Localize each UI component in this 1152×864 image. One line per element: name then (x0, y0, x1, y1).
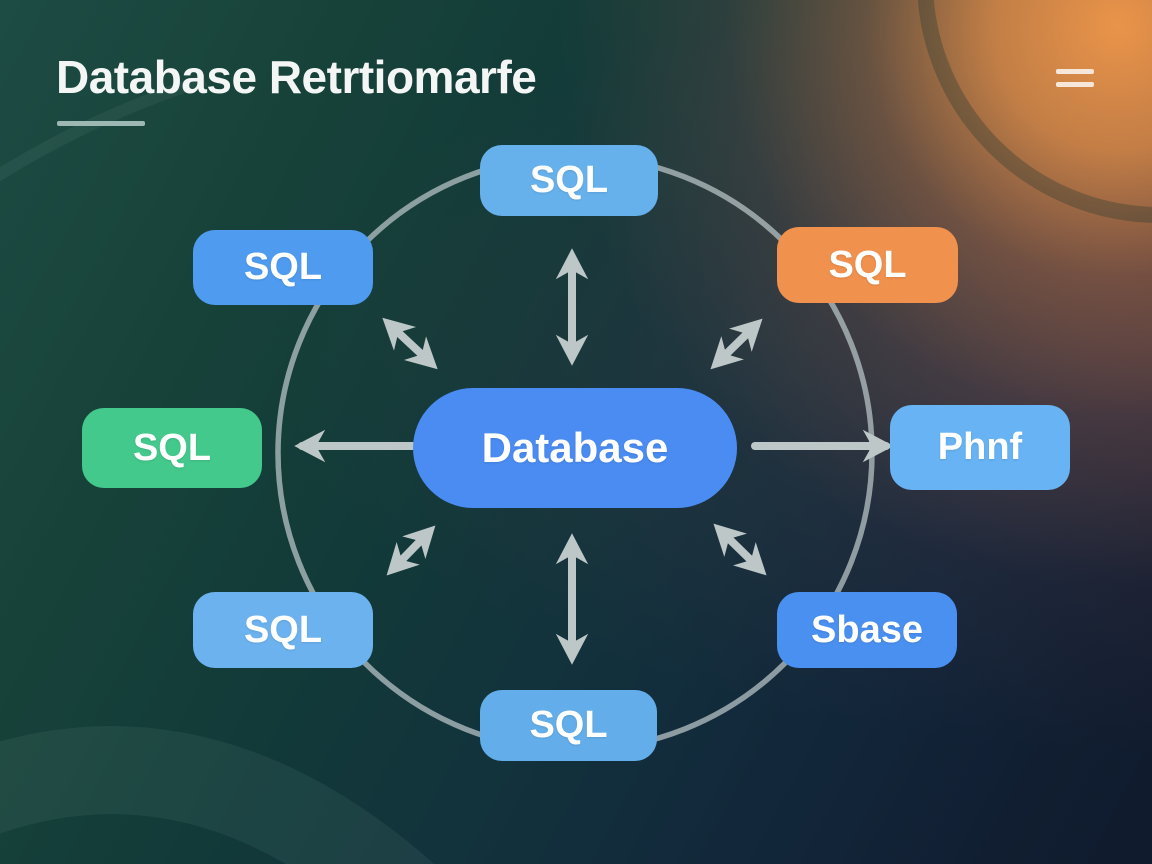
node-top-left-sql: SQL (193, 230, 373, 305)
arrow-bottom-right (713, 523, 767, 576)
node-bottom-right-sbase: Sbase (777, 592, 957, 668)
arrow-top-right (710, 318, 763, 370)
topleft-arc-decoration (0, 74, 207, 182)
node-right-phnf: Phnf (890, 405, 1070, 490)
arrow-top-left (382, 317, 438, 370)
node-left-sql: SQL (82, 408, 262, 488)
node-bottom-left-sql: SQL (193, 592, 373, 668)
node-bottom-sql: SQL (480, 690, 657, 761)
bottom-swoosh-decoration (0, 726, 435, 864)
page-title: Database Retrtiomarfe (56, 51, 537, 103)
node-top-sql: SQL (480, 145, 658, 216)
node-top-right-sql: SQL (777, 227, 958, 303)
menu-bar (1056, 82, 1094, 87)
arrow-bottom-left (386, 525, 436, 576)
hamburger-menu-icon[interactable] (1056, 62, 1098, 94)
corner-ring-decoration (917, 0, 1152, 223)
menu-bar (1056, 69, 1094, 74)
title-underline (57, 121, 145, 126)
node-center-database: Database (413, 388, 737, 508)
